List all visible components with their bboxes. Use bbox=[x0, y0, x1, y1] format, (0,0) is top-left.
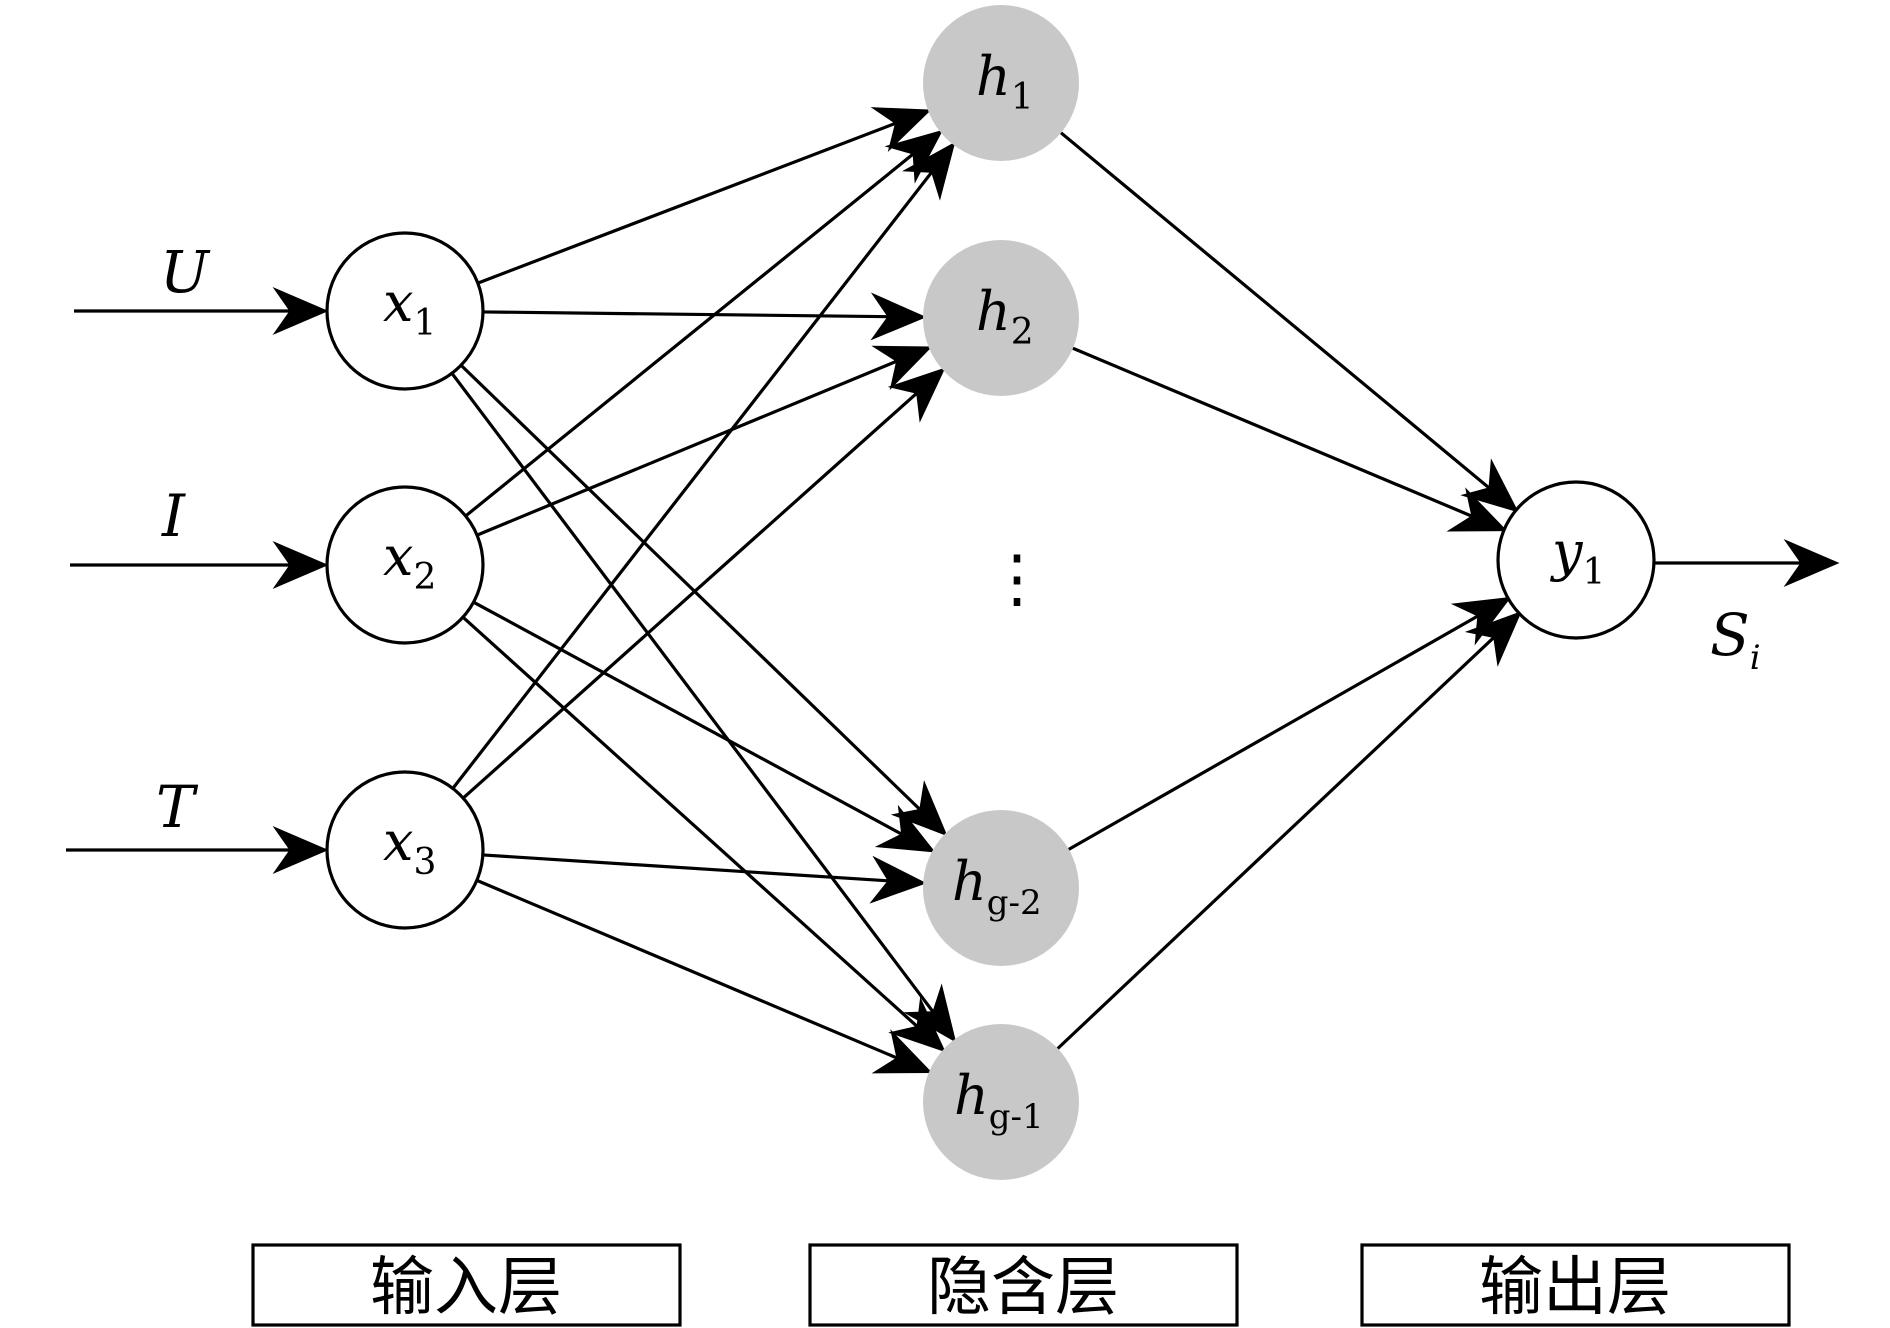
edge-input-2-hidden-1 bbox=[464, 129, 944, 518]
edge-input-2-hidden-3 bbox=[472, 600, 936, 853]
edge-input-1-hidden-1 bbox=[477, 107, 932, 285]
output-layer-box bbox=[1360, 1243, 1791, 1327]
edge-hidden-4-output-1 bbox=[1056, 611, 1522, 1050]
hidden-layer-label: 隐含层 bbox=[927, 1251, 1119, 1325]
input-signal-label-3: T bbox=[156, 773, 199, 841]
edge-input-2-hidden-4 bbox=[461, 616, 946, 1053]
edge-input-1-hidden-4 bbox=[450, 372, 957, 1043]
hidden-ellipsis: ⋮ bbox=[985, 542, 1049, 616]
hidden-node-label-1: h1 bbox=[976, 45, 1034, 118]
hidden-node-label-2: h2 bbox=[976, 280, 1034, 353]
input-node-3 bbox=[325, 770, 485, 930]
output-signal-label: Si bbox=[1710, 601, 1761, 678]
input-signals: U I T bbox=[66, 238, 329, 874]
edge-hidden-2-output-1 bbox=[1072, 346, 1508, 532]
hidden-node-label-3: hg-2 bbox=[952, 850, 1042, 923]
edge-input-2-hidden-2 bbox=[476, 345, 933, 537]
input-node-2 bbox=[325, 485, 485, 645]
hidden-node-3 bbox=[923, 810, 1079, 966]
edge-hidden-1-output-1 bbox=[1060, 131, 1519, 513]
input-signal-label-2: I bbox=[161, 482, 186, 550]
hidden-layer-nodes: h1 h2 hg-2 hg-1 ⋮ bbox=[923, 5, 1079, 1180]
input-node-1 bbox=[325, 231, 485, 391]
hidden-node-1 bbox=[923, 5, 1079, 161]
edge-input-1-hidden-2 bbox=[482, 292, 927, 341]
hidden-node-4 bbox=[923, 1024, 1079, 1180]
hidden-node-2 bbox=[923, 240, 1079, 396]
input-node-label-2: x2 bbox=[383, 525, 436, 598]
input-node-label-1: x1 bbox=[383, 271, 436, 344]
output-node-1 bbox=[1496, 480, 1656, 640]
output-node-label: y1 bbox=[1550, 520, 1605, 593]
input-layer-box bbox=[251, 1243, 682, 1327]
layer-labels: 输入层 隐含层 输出层 bbox=[251, 1243, 1791, 1327]
input-signal-label-1: U bbox=[160, 238, 211, 306]
edge-input-3-hidden-4 bbox=[476, 878, 933, 1074]
edge-hidden-3-output-1 bbox=[1067, 596, 1512, 851]
input-layer-nodes: x1 x2 x3 bbox=[325, 231, 485, 930]
output-layer-label: 输出层 bbox=[1479, 1251, 1671, 1325]
output-layer: y1 Si bbox=[1496, 480, 1840, 678]
input-layer-label: 输入层 bbox=[370, 1251, 562, 1325]
edge-input-1-hidden-3 bbox=[459, 364, 948, 837]
edge-input-3-hidden-3 bbox=[482, 853, 927, 904]
edge-input-3-hidden-2 bbox=[462, 367, 946, 800]
hidden-layer-box bbox=[808, 1243, 1239, 1327]
connection-edges bbox=[450, 107, 1522, 1074]
edge-input-3-hidden-1 bbox=[451, 141, 956, 790]
hidden-node-label-4: hg-1 bbox=[954, 1064, 1044, 1137]
input-node-label-3: x3 bbox=[383, 810, 436, 883]
